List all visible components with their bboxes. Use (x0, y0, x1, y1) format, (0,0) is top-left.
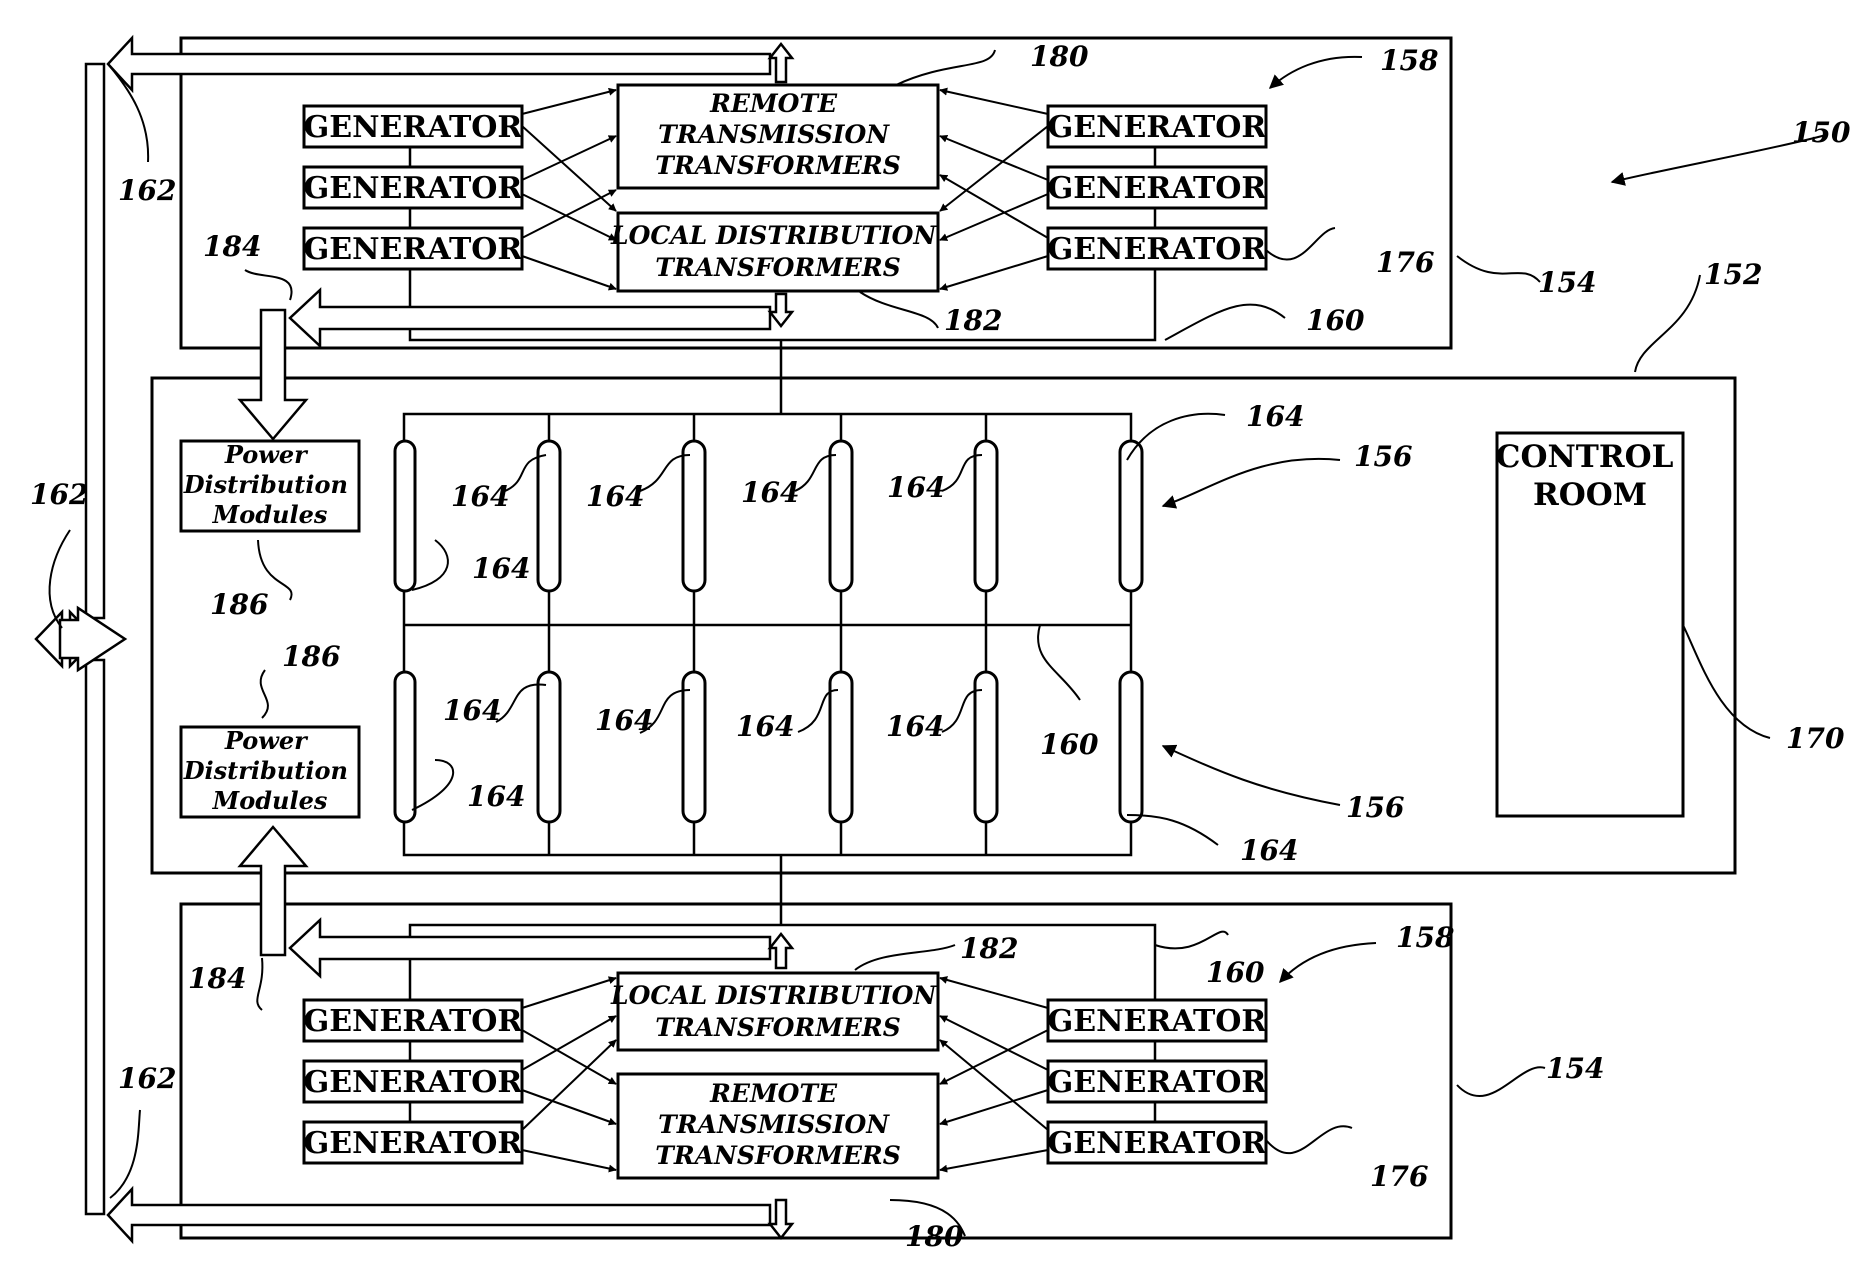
ref-154-bottom: 154 (1546, 1052, 1604, 1085)
ref-162-bottom: 162 (118, 1062, 176, 1095)
ref-164: 164 (595, 704, 653, 737)
ref-154-top: 154 (1538, 266, 1596, 299)
generator-label: GENERATOR (304, 1004, 524, 1039)
ref-180-bottom: 180 (905, 1220, 964, 1253)
ref-164: 164 (1240, 834, 1298, 867)
ref-158-bottom: 158 (1396, 921, 1454, 954)
transmission-trunk-upper (86, 64, 104, 618)
ref-164: 164 (741, 476, 799, 509)
ref-160-mid: 160 (1040, 728, 1099, 761)
server-rack (538, 441, 560, 591)
ref-150: 150 (1792, 116, 1851, 149)
server-rack (830, 672, 852, 822)
ref-164: 164 (472, 552, 530, 585)
ref-184-bottom: 184 (188, 962, 246, 995)
ref-164: 164 (451, 480, 509, 513)
server-rack (830, 441, 852, 591)
server-rack (683, 441, 705, 591)
ref-164: 164 (886, 710, 944, 743)
generators-bottom-left: GENERATOR GENERATOR GENERATOR (304, 1000, 524, 1163)
ref-182-bottom: 182 (960, 932, 1018, 965)
ref-176-top: 176 (1376, 246, 1434, 279)
ref-184-top: 184 (203, 230, 261, 263)
ref-164: 164 (586, 480, 644, 513)
transmission-trunk-lower (86, 660, 104, 1214)
generator-label: GENERATOR (304, 171, 524, 206)
ref-164: 164 (887, 471, 945, 504)
ref-164: 164 (736, 710, 794, 743)
server-rack (683, 672, 705, 822)
server-rack (975, 672, 997, 822)
ref-160-top: 160 (1306, 304, 1365, 337)
generators-top-left: GENERATOR GENERATOR GENERATOR (304, 106, 524, 269)
ref-162-mid: 162 (30, 478, 88, 511)
generator-label: GENERATOR (1048, 171, 1268, 206)
generator-label: GENERATOR (1048, 1065, 1268, 1100)
server-rack (1120, 441, 1142, 591)
ref-158-top: 158 (1380, 44, 1438, 77)
server-rack (538, 672, 560, 822)
generators-bottom-right: GENERATOR GENERATOR GENERATOR (1048, 1000, 1268, 1163)
generators-top-right: GENERATOR GENERATOR GENERATOR (1048, 106, 1268, 269)
ref-164: 164 (1246, 400, 1304, 433)
generator-label: GENERATOR (1048, 110, 1268, 145)
ref-164: 164 (467, 780, 525, 813)
generator-label: GENERATOR (304, 232, 524, 267)
server-rack (1120, 672, 1142, 822)
ref-160-bottom: 160 (1206, 956, 1265, 989)
generator-label: GENERATOR (1048, 1004, 1268, 1039)
ref-186-top: 186 (210, 588, 268, 621)
server-rack (395, 672, 415, 822)
ref-176-bottom: 176 (1370, 1160, 1428, 1193)
server-rack (395, 441, 415, 591)
ref-156-top: 156 (1354, 440, 1412, 473)
generator-label: GENERATOR (304, 1065, 524, 1100)
generator-label: GENERATOR (304, 1126, 524, 1161)
server-rack (975, 441, 997, 591)
ref-180-top: 180 (1030, 40, 1089, 73)
ref-170: 170 (1786, 722, 1845, 755)
ref-152: 152 (1704, 258, 1762, 291)
generator-label: GENERATOR (1048, 232, 1268, 267)
ref-162-top: 162 (118, 174, 176, 207)
ref-182-top: 182 (944, 304, 1002, 337)
generator-label: GENERATOR (304, 110, 524, 145)
ref-186-bottom: 186 (282, 640, 340, 673)
ref-156-bottom: 156 (1346, 791, 1404, 824)
generator-label: GENERATOR (1048, 1126, 1268, 1161)
ref-164: 164 (443, 694, 501, 727)
